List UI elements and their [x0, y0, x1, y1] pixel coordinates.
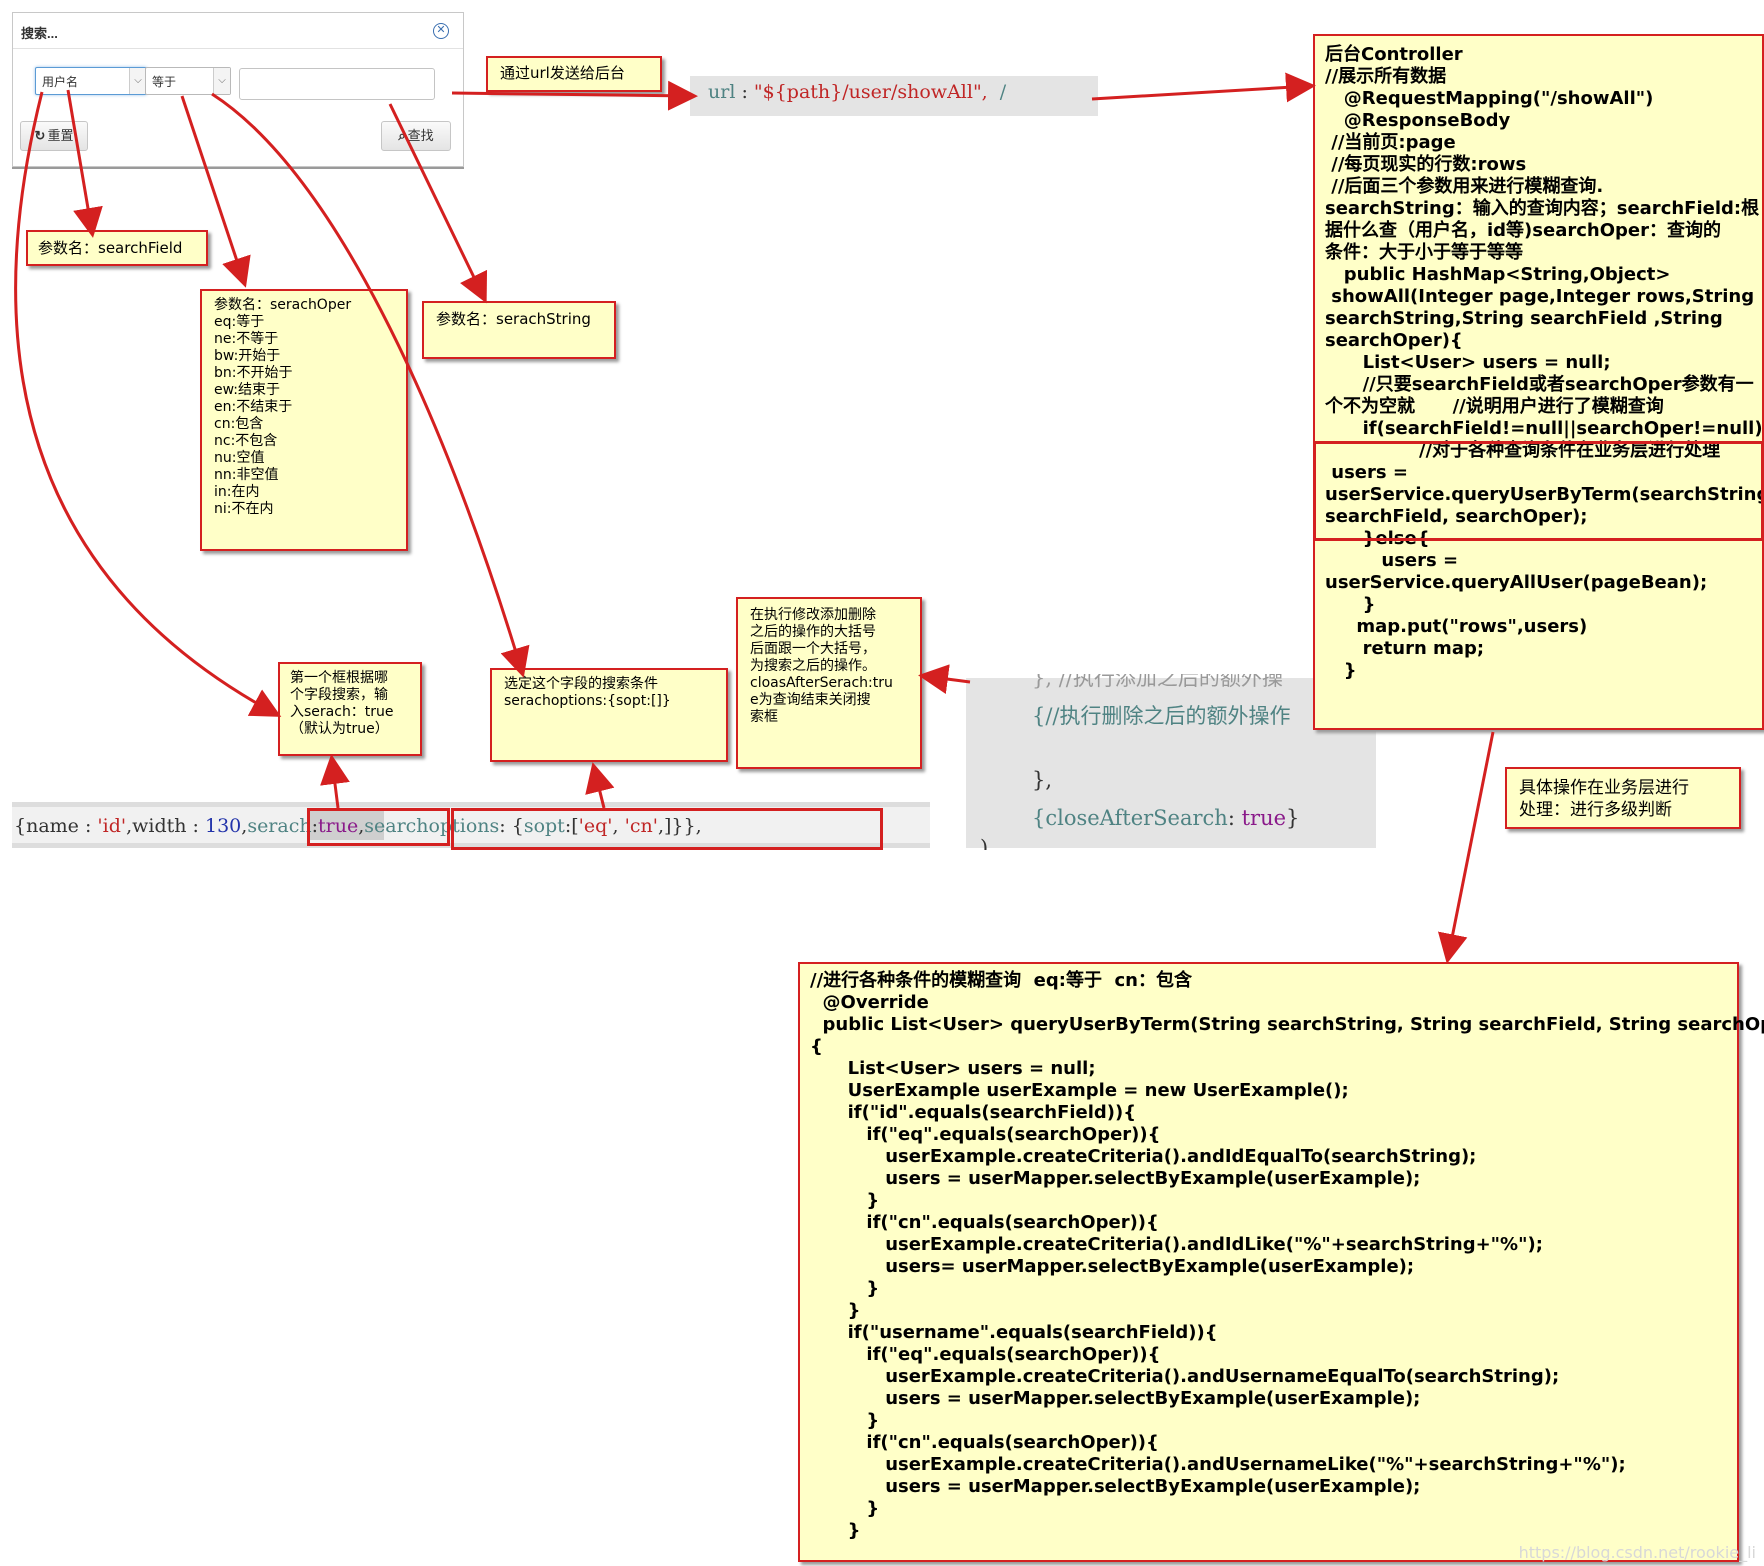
- code-col-cn: 'cn': [624, 815, 658, 837]
- code-url-sep: :: [735, 81, 754, 103]
- code-right-line4: {closeAfterSearch: true}: [1032, 806, 1299, 830]
- code-col-eq: 'eq': [578, 815, 613, 837]
- close-after-search-sep: :: [1227, 806, 1242, 830]
- code-right-line1: }, //执行添加之后的额外操: [1032, 666, 1283, 690]
- arrow-oper-to-select-field: [211, 92, 530, 678]
- code-col-p6: :[: [564, 815, 579, 837]
- arrow-controller-to-impl: [1437, 731, 1495, 964]
- note-controller: 后台Controller //展示所有数据 @RequestMapping("/…: [1313, 34, 1764, 730]
- code-url-tail: /: [987, 81, 1007, 103]
- code-col-opts-key: searchoptions: [364, 815, 500, 837]
- search-oper-value: 等于: [152, 75, 177, 89]
- code-col-p4: ,: [358, 815, 365, 837]
- note-url-send: 通过url发送给后台: [486, 56, 662, 92]
- note-business: 具体操作在业务层进行 处理：进行多级判断: [1505, 767, 1741, 829]
- code-right-line5: ): [980, 836, 989, 860]
- note-after-ops: 在执行修改添加删除 之后的操作的大括号 后面跟一个大括号， 为搜索之后的操作。 …: [736, 597, 922, 769]
- note-search-oper: 参数名：serachOper eq:等于 ne:不等于 bw:开始于 bn:不开…: [200, 289, 408, 551]
- arrow-field-to-first-box: [14, 91, 282, 717]
- find-label: 查找: [407, 128, 434, 143]
- note-select-field: 选定这个字段的搜索条件 serachoptions:{sopt:[]}: [490, 668, 728, 762]
- code-col-p8: ,]}},: [657, 815, 702, 837]
- code-right-bg: [966, 678, 1376, 848]
- arrow-value-to-note: [388, 103, 488, 304]
- close-after-search-end: }: [1286, 806, 1300, 830]
- code-url-bg: [690, 76, 1098, 116]
- search-oper-select[interactable]: 等于 ⌵: [145, 67, 231, 95]
- code-col-line: {name : 'id',width : 130,serach:true,sea…: [14, 815, 702, 837]
- chevron-down-icon: ⌵: [213, 68, 230, 94]
- code-col-name-value: 'id': [97, 815, 127, 837]
- controller-highlight-box: [1313, 441, 1764, 541]
- close-after-search-value: true: [1241, 806, 1287, 830]
- code-col-serach-key: serach: [247, 815, 312, 837]
- code-url-value: "${path}/user/showAll",: [753, 81, 988, 103]
- code-col-width-value: 130: [205, 815, 242, 837]
- code-col-colon: :: [311, 815, 319, 837]
- code-col-p2: ,width :: [126, 815, 205, 837]
- note-implementation: //进行各种条件的模糊查询 eq:等于 cn：包含 @Override publ…: [798, 962, 1764, 1562]
- search-icon: ⌕: [398, 128, 406, 143]
- dialog-divider: [13, 48, 463, 49]
- arrow-dialog-to-url: [451, 80, 698, 111]
- code-col-serach-value: true: [318, 815, 359, 837]
- code-url-key: url: [708, 81, 736, 103]
- note-search-field: 参数名：searchField: [26, 230, 208, 266]
- code-col-p3: ,: [241, 815, 248, 837]
- close-after-search-key: {closeAfterSearch: [1032, 806, 1228, 830]
- search-value-input[interactable]: [239, 68, 435, 100]
- dialog-title: 搜索...: [21, 26, 58, 41]
- reset-label: 重置: [47, 128, 74, 143]
- note-first-box: 第一个框根据哪 个字段搜索，输 入serach：true （默认为true）: [278, 662, 422, 756]
- code-col-p5: : {: [499, 815, 524, 837]
- arrow-url-to-controller: [1091, 72, 1316, 103]
- arrow-oper-to-note: [180, 95, 251, 288]
- arrow-code-to-after-ops: [918, 664, 971, 694]
- code-col-p1: {name :: [14, 815, 98, 837]
- code-url-line: url : "${path}/user/showAll", /: [708, 81, 1006, 103]
- code-col-box-options: [451, 808, 883, 850]
- code-col-sopt-key: sopt: [523, 815, 565, 837]
- search-field-select[interactable]: 用户名 ⌵: [35, 67, 147, 95]
- code-col-box-serach: [307, 808, 450, 846]
- close-icon[interactable]: ✕: [433, 23, 449, 39]
- search-dialog: 搜索... ✕ 用户名 ⌵ 等于 ⌵ ↻重置 ⌕查找: [12, 12, 464, 167]
- code-right-line3: },: [1032, 768, 1053, 792]
- chevron-down-icon: ⌵: [129, 68, 146, 94]
- arrow-serach-to-first-box: [320, 754, 350, 809]
- code-right-line2: {//执行删除之后的额外操作: [1032, 704, 1291, 728]
- code-col-highlight: [308, 810, 384, 840]
- find-button[interactable]: ⌕查找: [381, 121, 451, 151]
- search-field-value: 用户名: [42, 75, 79, 89]
- arrow-field-to-note: [66, 89, 103, 238]
- code-col-p7: ,: [612, 815, 625, 837]
- note-search-string: 参数名：serachString: [422, 301, 616, 359]
- arrow-options-to-select-field: [585, 762, 615, 809]
- refresh-icon: ↻: [34, 128, 46, 143]
- watermark: https://blog.csdn.net/rookie_li: [1518, 1543, 1756, 1562]
